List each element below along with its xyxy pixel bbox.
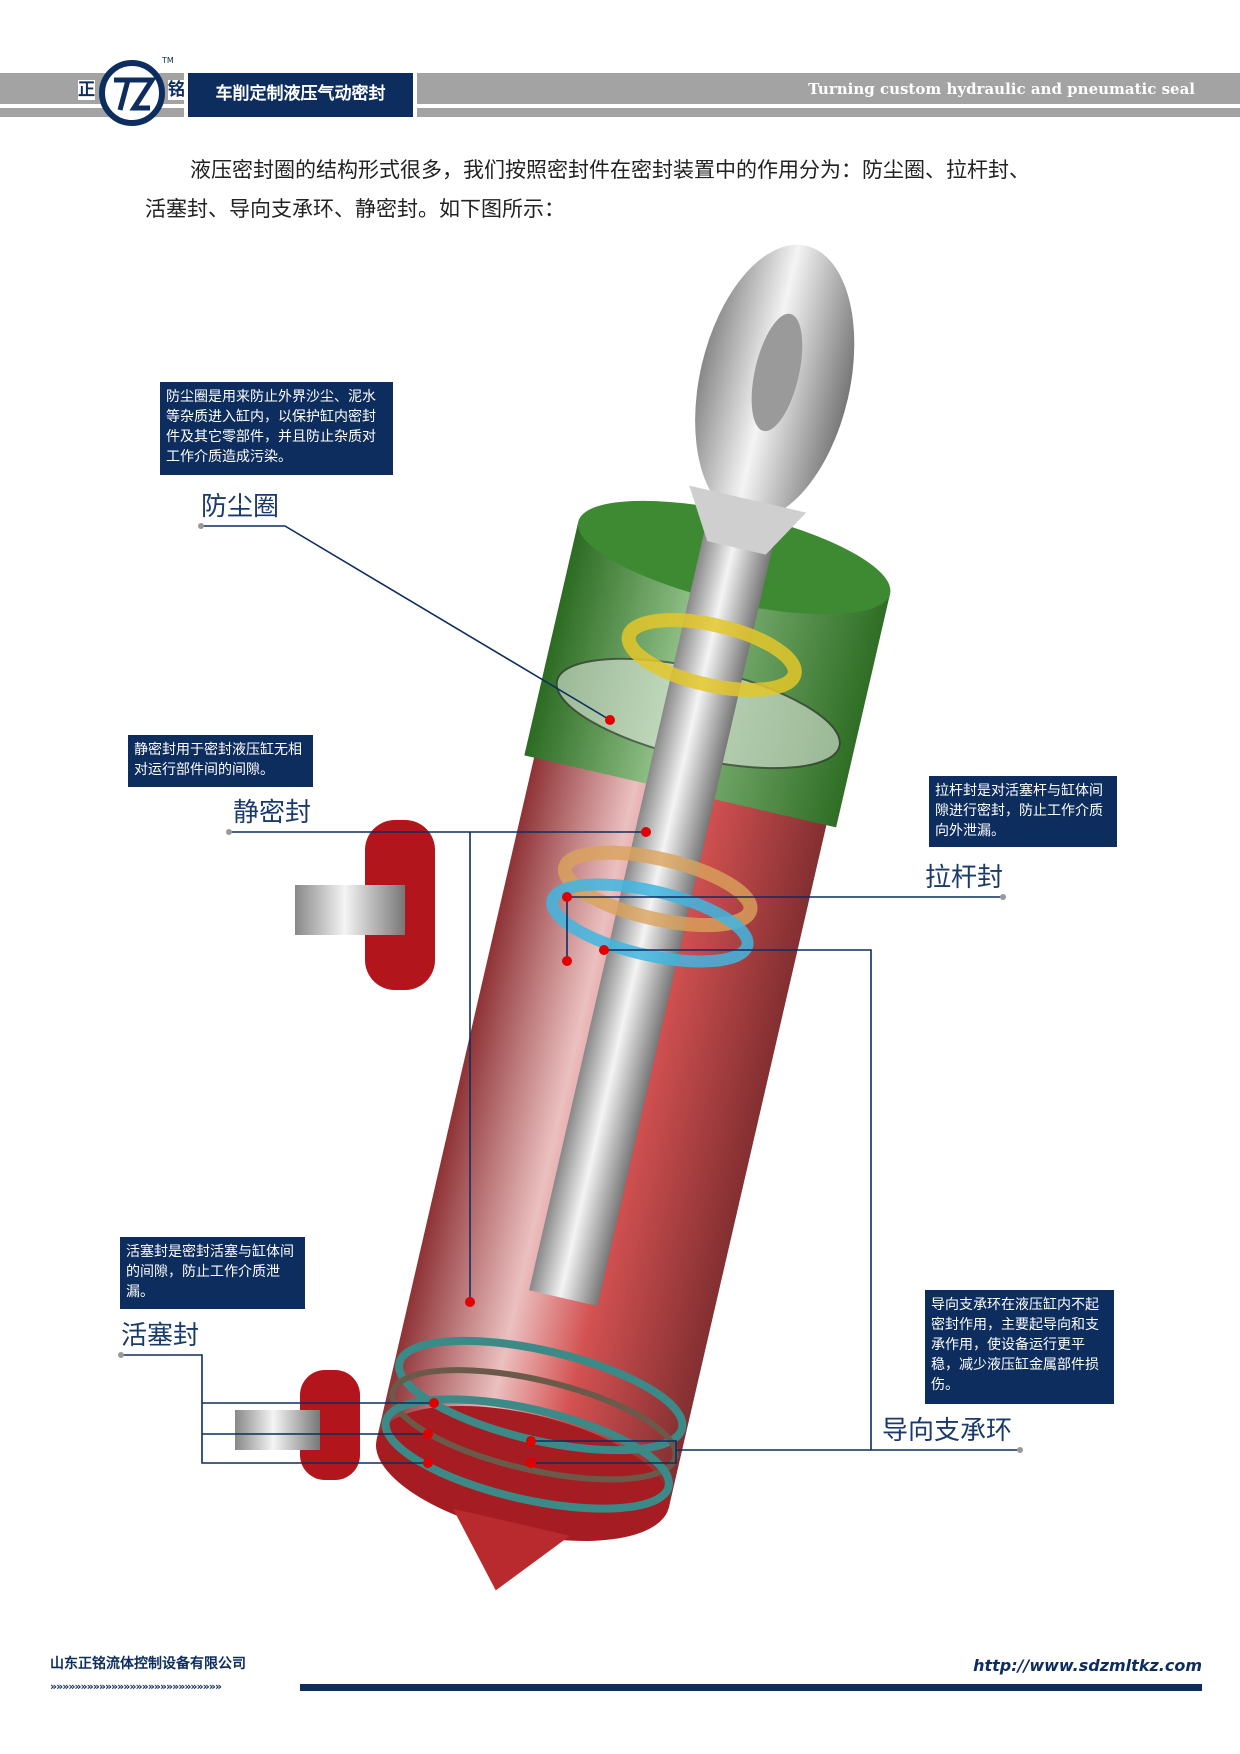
callout-rod-seal-note: 拉杆封是对活塞杆与缸体间隙进行密封，防止工作介质向外泄漏。 — [929, 776, 1117, 847]
callout-static-seal-note: 静密封用于密封液压缸无相对运行部件间的间隙。 — [128, 735, 313, 787]
port-lower — [300, 1370, 360, 1480]
logo-char-left: 正 — [78, 80, 95, 100]
header-band-right — [417, 73, 1240, 104]
fitting-upper — [295, 885, 405, 935]
header-title: 车削定制液压气动密封 — [188, 73, 413, 117]
fitting-lower — [235, 1410, 320, 1450]
footer-arrows: »»»»»»»»»»»»»»»»»»»»»»»»»»»» — [50, 1680, 222, 1693]
intro-line-1: 液压密封圈的结构形式很多，我们按照密封件在密封装置中的作用分为：防尘圈、拉杆封、 — [190, 158, 1030, 182]
callout-static-seal-label: 静密封 — [233, 798, 312, 828]
leader-endpoints — [118, 523, 1023, 1453]
header-band-left-thin — [0, 108, 184, 117]
footer-url[interactable]: http://www.sdzmltkz.com — [973, 1656, 1202, 1675]
callout-dust-seal-label: 防尘圈 — [201, 492, 280, 522]
intro-line-2: 活塞封、导向支承环、静密封。如下图所示： — [145, 197, 565, 221]
header-band-right-thin — [417, 108, 1240, 117]
callout-guide-ring-label: 导向支承环 — [882, 1416, 1013, 1446]
callout-piston-seal-label: 活塞封 — [121, 1321, 200, 1351]
footer-bar — [300, 1684, 1202, 1691]
logo-mark-icon — [114, 77, 157, 111]
logo-char-right: 铭 — [168, 80, 185, 100]
trademark: TM — [162, 56, 174, 65]
header-subtitle: Turning custom hydraulic and pneumatic s… — [808, 80, 1195, 98]
callout-dust-seal-note: 防尘圈是用来防止外界沙尘、泥水等杂质进入缸内，以保护缸内密封件及其它零部件，并且… — [160, 382, 393, 475]
seal-markers — [423, 715, 651, 1468]
footer-company: 山东正铭流体控制设备有限公司 — [50, 1656, 246, 1672]
callout-rod-seal-label: 拉杆封 — [925, 863, 1004, 893]
callout-piston-seal-note: 活塞封是密封活塞与缸体间的间隙，防止工作介质泄漏。 — [120, 1237, 305, 1309]
logo: 正 铭 TM — [76, 56, 188, 126]
callout-guide-ring-note: 导向支承环在液压缸内不起密封作用，主要起导向和支承作用，使设备运行更平稳，减少液… — [925, 1290, 1114, 1404]
